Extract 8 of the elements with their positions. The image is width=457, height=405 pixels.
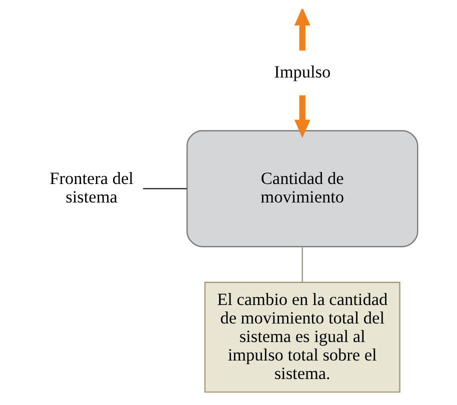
node-text: Impulso — [274, 62, 330, 81]
node-box: El cambio en la cantidad de movimiento total del sistema es igual al impulso total sobre el sistema. — [204, 281, 400, 392]
node-text: Frontera del sistema — [49, 168, 133, 206]
arrow — [294, 8, 310, 50]
node-box: Cantidad de movimiento — [186, 130, 418, 247]
connector — [142, 188, 186, 189]
connector — [301, 246, 302, 282]
arrow — [294, 94, 310, 138]
